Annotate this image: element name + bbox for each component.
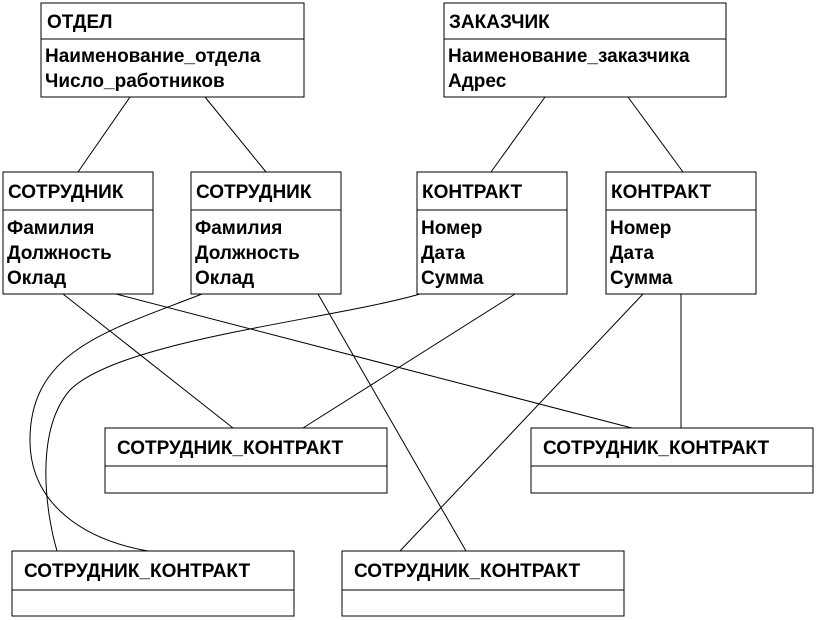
link-kontrakt-1-sk-3 <box>45 293 421 552</box>
entity-title: ОТДЕЛ <box>47 12 112 33</box>
entity-attribute: Фамилия <box>7 218 94 239</box>
relationship-lines <box>29 96 684 552</box>
entity-attribute: Дата <box>421 243 465 264</box>
entity-attribute: Фамилия <box>195 218 282 239</box>
entity-otdel: ОТДЕЛ Наименование_отдела Число_работник… <box>40 2 305 98</box>
link-otdel-sotrudnik-2 <box>204 96 267 173</box>
entity-box <box>605 171 757 295</box>
entity-attribute: Дата <box>610 243 654 264</box>
entity-attribute: Оклад <box>195 268 254 289</box>
entity-box <box>443 2 727 98</box>
entity-sotrudnik-kontrakt-4: СОТРУДНИК_КОНТРАКТ <box>341 550 625 617</box>
entity-sotrudnik-1: СОТРУДНИК Фамилия Должность Оклад <box>2 171 154 295</box>
entity-box <box>2 171 154 295</box>
entity-title: СОТРУДНИК <box>8 182 124 203</box>
link-sotrudnik-2-sk-3 <box>29 293 203 552</box>
link-kontrakt-2-sk-4 <box>399 293 644 552</box>
entity-title: СОТРУДНИК_КОНТРАКТ <box>543 438 769 459</box>
entity-box <box>40 2 305 98</box>
entity-attribute: Должность <box>7 243 112 264</box>
entity-attribute: Номер <box>421 218 482 239</box>
entity-box <box>341 550 625 617</box>
entity-attribute: Номер <box>610 218 671 239</box>
entity-box <box>190 171 342 295</box>
entity-title: КОНТРАКТ <box>611 182 711 203</box>
entity-title: СОТРУДНИК_КОНТРАКТ <box>24 561 250 582</box>
link-sotrudnik-1-sk-1 <box>62 293 234 429</box>
link-kontrakt-1-sk-1 <box>302 293 516 429</box>
entity-title: ЗАКАЗЧИК <box>449 12 550 33</box>
entity-title: СОТРУДНИК_КОНТРАКТ <box>354 561 580 582</box>
link-zakazchik-kontrakt-2 <box>627 96 684 173</box>
link-sotrudnik-1-sk-2 <box>115 293 633 429</box>
entity-box <box>11 550 295 617</box>
entity-sotrudnik-kontrakt-2: СОТРУДНИК_КОНТРАКТ <box>530 427 814 494</box>
entity-box <box>416 171 568 295</box>
entity-title: КОНТРАКТ <box>422 182 522 203</box>
entity-box <box>530 427 814 494</box>
entity-attribute: Сумма <box>421 268 484 289</box>
entity-attribute: Оклад <box>7 268 66 289</box>
entity-attribute: Наименование_отдела <box>45 46 261 67</box>
entity-kontrakt-1: КОНТРАКТ Номер Дата Сумма <box>416 171 568 295</box>
entity-attribute: Должность <box>195 243 300 264</box>
link-sotrudnik-2-sk-4 <box>317 293 467 552</box>
entity-sotrudnik-kontrakt-3: СОТРУДНИК_КОНТРАКТ <box>11 550 295 617</box>
entity-sotrudnik-kontrakt-1: СОТРУДНИК_КОНТРАКТ <box>104 427 388 494</box>
entity-attribute: Сумма <box>610 268 673 289</box>
entity-title: СОТРУДНИК <box>196 182 312 203</box>
link-otdel-sotrudnik-1 <box>77 96 131 173</box>
entity-title: СОТРУДНИК_КОНТРАКТ <box>117 438 343 459</box>
entity-sotrudnik-2: СОТРУДНИК Фамилия Должность Оклад <box>190 171 342 295</box>
entity-zakazchik: ЗАКАЗЧИК Наименование_заказчика Адрес <box>443 2 727 98</box>
entity-attribute: Наименование_заказчика <box>448 46 690 67</box>
entity-kontrakt-2: КОНТРАКТ Номер Дата Сумма <box>605 171 757 295</box>
entity-attribute: Число_работников <box>45 71 225 92</box>
entity-attribute: Адрес <box>448 71 507 92</box>
link-zakazchik-kontrakt-1 <box>490 96 546 173</box>
entity-box <box>104 427 388 494</box>
